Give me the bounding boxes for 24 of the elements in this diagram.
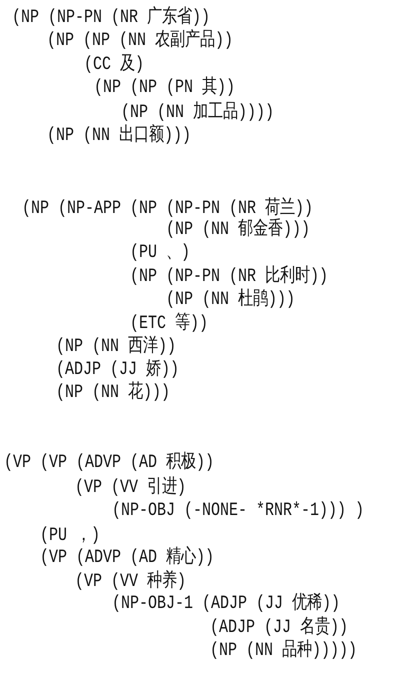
parse-tree-line: (NP (NP (NN 农副产品)): [47, 30, 234, 52]
parse-tree-line: (VP (VV 种养): [75, 570, 186, 594]
parse-tree-line: (NP-OBJ-1 (ADJP (JJ 优稀)): [112, 592, 340, 616]
parse-tree-line: (NP (NN 西洋)): [56, 336, 176, 358]
parse-tree-line: (NP (NN 品种))))): [210, 640, 358, 662]
parse-tree-line: (ADJP (JJ 娇)): [56, 358, 180, 381]
parse-tree-line: (NP (NN 加工品)))): [121, 102, 274, 124]
parse-tree-line: (NP (NN 杜鹃))): [166, 288, 296, 312]
parse-tree-line: (NP (NN 出口额))): [47, 124, 192, 148]
parse-tree-line: (PU 、): [130, 242, 190, 264]
parse-tree-line: (VP (VP (ADVP (AD 积极)): [4, 452, 214, 474]
parse-tree-line: (NP (NP (PN 其)): [94, 76, 236, 100]
parse-tree-line: (CC 及): [84, 54, 144, 76]
parse-tree-line: (VP (ADVP (AD 精心)): [40, 546, 214, 570]
parse-tree-line: (VP (VV 引进): [75, 476, 186, 500]
parse-tree-line: (NP-OBJ (-NONE- *RNR*-1))) ): [112, 500, 364, 522]
parse-tree-line: (ETC 等)): [130, 312, 208, 336]
parse-tree-line: (ADJP (JJ 名贵)): [210, 616, 348, 639]
parse-tree-line: (PU ，): [40, 524, 100, 548]
parse-tree-line: (NP (NN 花))): [56, 382, 170, 404]
parse-tree-line: (NP (NP-PN (NR 比利时)): [130, 266, 328, 288]
parse-tree-line: (NP (NP-PN (NR 广东省)): [12, 6, 210, 29]
parse-tree-line: (NP (NN 郁金香))): [166, 218, 310, 242]
parse-tree-line: (NP (NP-APP (NP (NP-PN (NR 荷兰)): [22, 198, 314, 219]
